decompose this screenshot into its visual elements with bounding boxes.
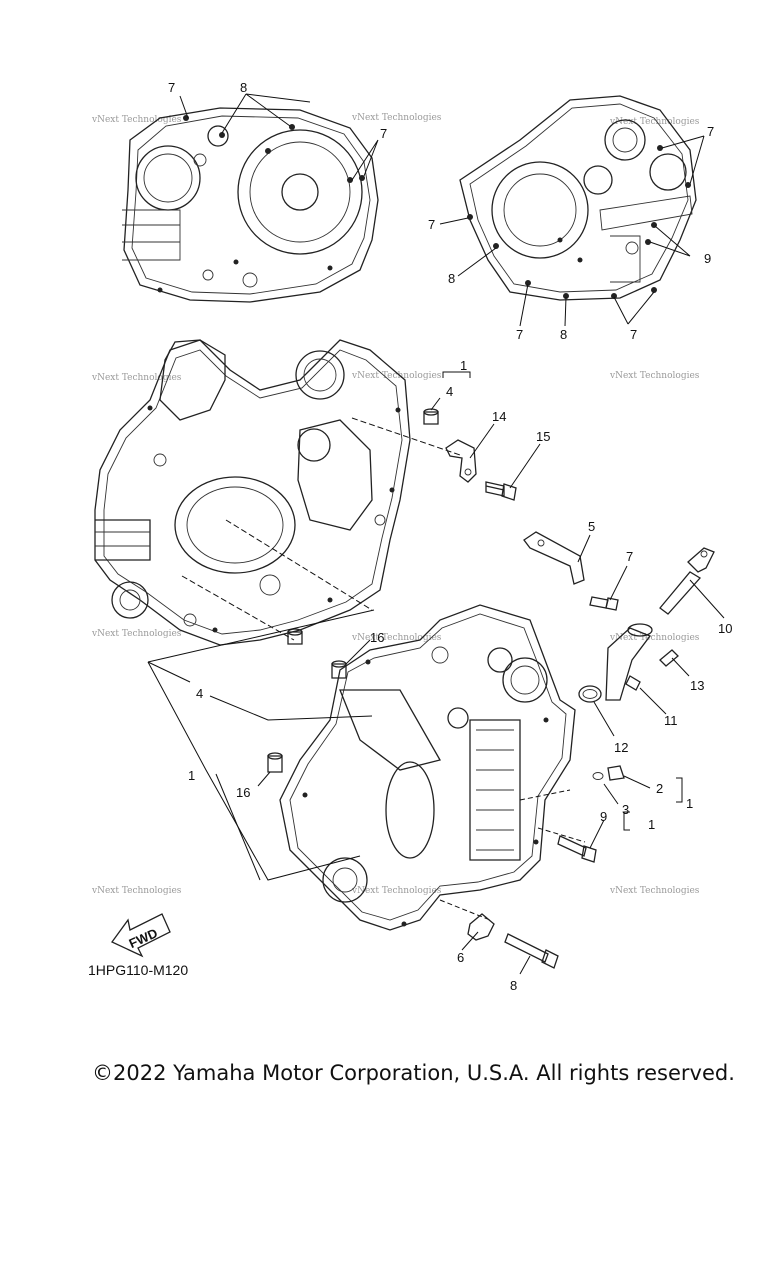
callout-number: 5 <box>588 519 595 534</box>
callout-number: 8 <box>560 327 567 342</box>
callout-number: 1 <box>188 768 195 783</box>
callout-number: 6 <box>457 950 464 965</box>
watermark: vNext Technologies <box>91 373 182 383</box>
callout-number: 10 <box>718 621 732 636</box>
callout-number: 7 <box>707 124 714 139</box>
watermark: vNext Technologies <box>609 886 700 896</box>
callout-number: 7 <box>626 549 633 564</box>
callout-number: 9 <box>704 251 711 266</box>
callout-number: 7 <box>168 80 175 95</box>
crankcase-right <box>267 604 586 931</box>
watermark: vNext Technologies <box>609 117 700 127</box>
callouts: 7 8 7 7 7 7 8 7 8 7 9 1 4 14 15 5 7 10 1… <box>168 80 732 993</box>
callout-number: 13 <box>690 678 704 693</box>
callout-number: 16 <box>370 630 384 645</box>
callout-number: 1 <box>686 796 693 811</box>
callout-number: 1 <box>648 817 655 832</box>
watermark: vNext Technologies <box>91 886 182 896</box>
callout-number: 4 <box>446 384 453 399</box>
callout-number: 16 <box>236 785 250 800</box>
crankcase-left-outside <box>122 107 379 303</box>
watermark: vNext Technologies <box>609 371 700 381</box>
callout-number: 8 <box>448 271 455 286</box>
callout-number: 2 <box>656 781 663 796</box>
small-parts <box>467 531 715 969</box>
callout-number: 1 <box>460 358 467 373</box>
callout-number: 9 <box>600 809 607 824</box>
watermark: vNext Technologies <box>609 633 700 643</box>
crankcase-right-outside <box>459 95 697 301</box>
callout-number: 7 <box>380 126 387 141</box>
callout-number: 8 <box>510 978 517 993</box>
leader-lines <box>147 93 725 975</box>
callout-number: 7 <box>428 217 435 232</box>
stay-and-bolt <box>445 439 517 501</box>
crankcase-left <box>94 339 461 646</box>
copyright-notice: ©2022 Yamaha Motor Corporation, U.S.A. A… <box>92 1061 735 1085</box>
callout-number: 4 <box>196 686 203 701</box>
watermark: vNext Technologies <box>351 886 442 896</box>
callout-number: 11 <box>664 713 678 728</box>
watermarks: vNext Technologies vNext Technologies vN… <box>91 113 700 896</box>
callout-number: 3 <box>622 802 629 817</box>
callout-number: 7 <box>516 327 523 342</box>
callout-number: 7 <box>630 327 637 342</box>
callout-number: 15 <box>536 429 550 444</box>
callout-number: 14 <box>492 409 506 424</box>
watermark: vNext Technologies <box>351 371 442 381</box>
callout-number: 12 <box>614 740 628 755</box>
diagram-code: 1HPG110-M120 <box>88 962 189 978</box>
watermark: vNext Technologies <box>91 115 182 125</box>
watermark: vNext Technologies <box>91 629 182 639</box>
callout-number: 8 <box>240 80 247 95</box>
watermark: vNext Technologies <box>351 113 442 123</box>
fwd-arrow-icon: FWD <box>111 913 171 958</box>
watermark: vNext Technologies <box>351 633 442 643</box>
